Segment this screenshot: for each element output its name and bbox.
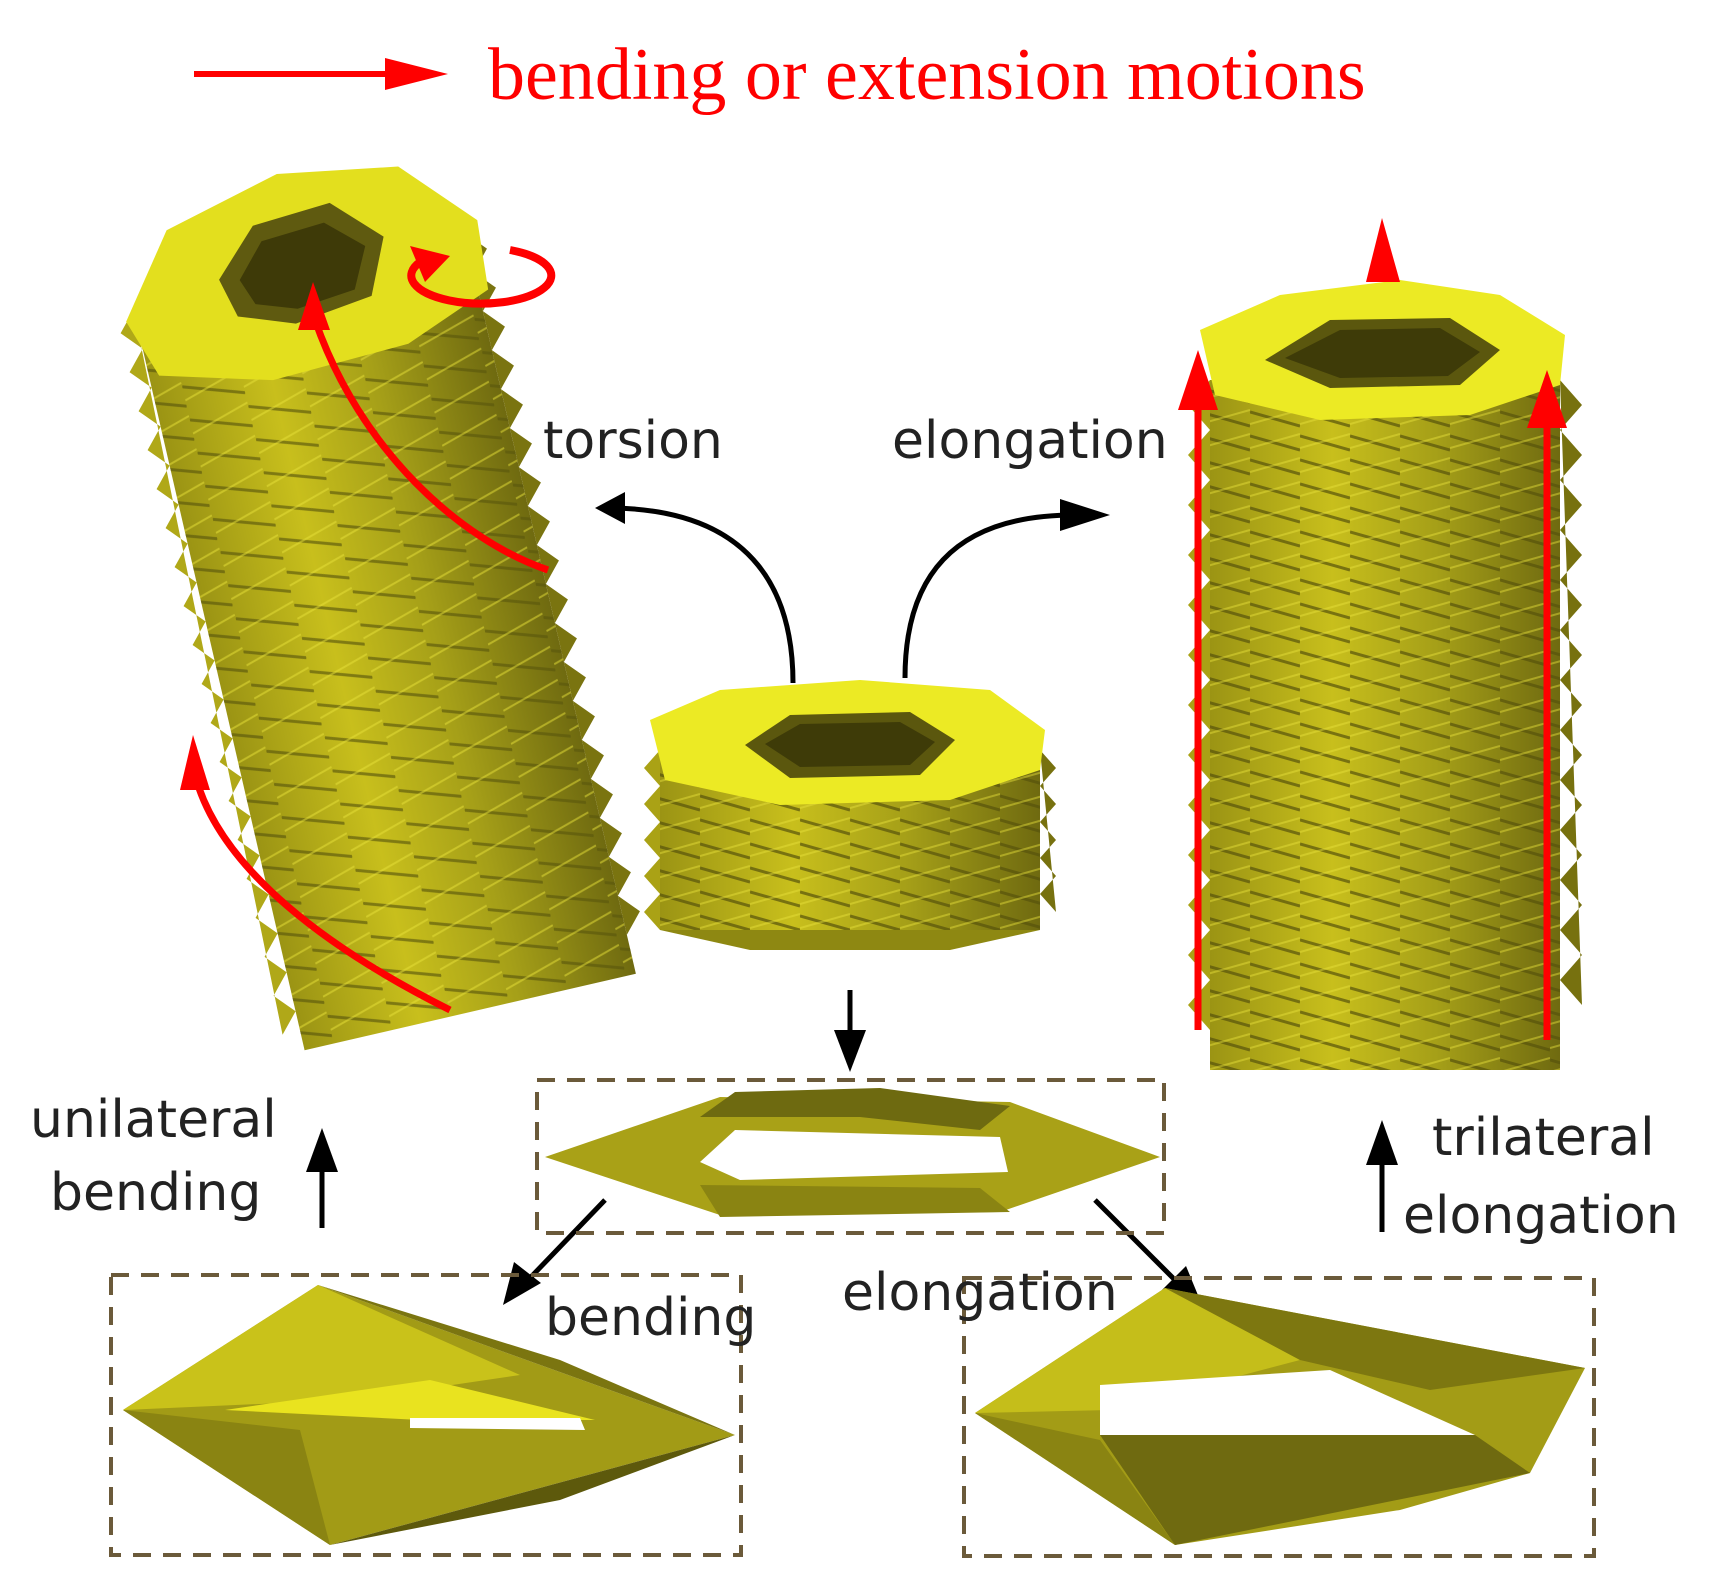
straight-origami-tower-icon — [1178, 218, 1582, 1070]
labels: torsion elongation unilateral bending tr… — [30, 411, 1679, 1348]
torsion-label: torsion — [543, 411, 723, 471]
elongation-top-label: elongation — [892, 411, 1168, 471]
legend: bending or extension motions — [194, 34, 1366, 116]
red-extension-arrows — [1178, 218, 1567, 1040]
hexagonal-unit-cell-icon — [545, 1088, 1160, 1217]
extended-unit-frame — [962, 1276, 1596, 1558]
legend-text: bending or extension motions — [488, 34, 1366, 116]
elongation-bottom-label: elongation — [842, 1263, 1118, 1323]
red-right-arrow-icon — [194, 58, 448, 90]
bent-unit-frame — [109, 1273, 743, 1557]
unit-cell-frame — [535, 1078, 1166, 1235]
trilateral-label-line2: elongation — [1403, 1186, 1679, 1246]
flow-arrows — [306, 492, 1398, 1305]
red-helix-arrow-upper — [298, 282, 550, 574]
red-helix-arrow-lower — [180, 735, 452, 1014]
bent-unit-cell-icon — [123, 1285, 735, 1545]
trilateral-label-line1: trilateral — [1432, 1108, 1655, 1168]
unilateral-label-line1: unilateral — [30, 1090, 277, 1150]
twisted-origami-tower-icon — [120, 166, 640, 1051]
bending-label: bending — [545, 1288, 756, 1348]
extended-unit-cell-icon — [975, 1288, 1585, 1545]
compact-origami-stack-icon — [644, 680, 1056, 950]
rotation-arrow-icon — [407, 246, 556, 308]
unilateral-label-line2: bending — [50, 1163, 261, 1223]
